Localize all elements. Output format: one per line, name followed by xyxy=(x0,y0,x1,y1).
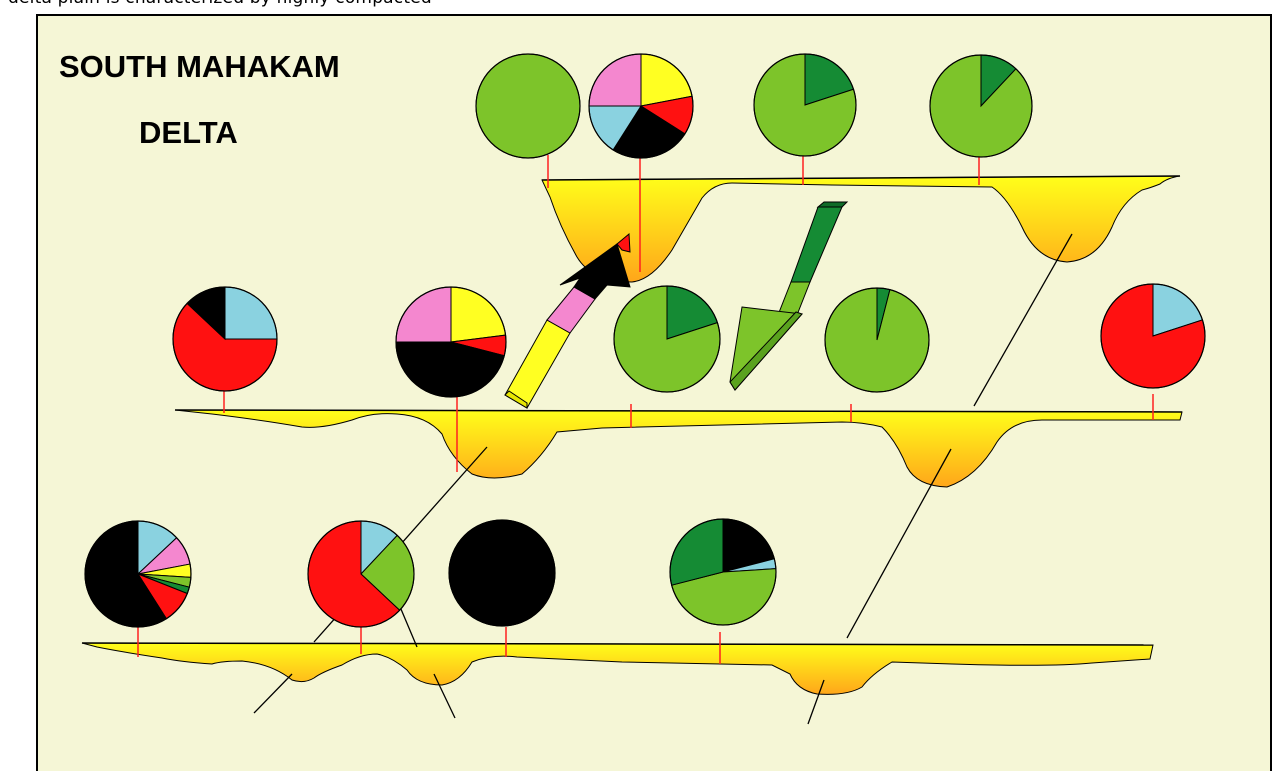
middle-pie-4 xyxy=(825,288,929,392)
profile-bottom-channel-fill xyxy=(82,643,1153,694)
middle-pie-5 xyxy=(1101,284,1205,388)
diagram-title-line-1: SOUTH MAHAKAM xyxy=(59,49,340,84)
bottom-pie-1 xyxy=(85,521,191,627)
profile-middle-channel-fill xyxy=(175,410,1182,487)
profile-top-channel-fill xyxy=(542,176,1180,282)
middle-pie-2 xyxy=(396,287,506,397)
middle-pie-2-slice-yellow xyxy=(451,287,506,342)
pie-charts xyxy=(85,54,1205,627)
top-pie-3 xyxy=(754,54,856,156)
correlation-line-4 xyxy=(254,674,292,713)
bottom-pie-3 xyxy=(449,520,555,626)
profile-bottom xyxy=(82,643,1153,694)
arrow-downward-dark-shaft-side xyxy=(818,202,847,207)
diagram-title-line-2: DELTA xyxy=(139,115,238,150)
top-pie-2-slice-pink xyxy=(589,54,641,106)
middle-pie-1 xyxy=(173,287,277,391)
diagram-frame: SOUTH MAHAKAM DELTA xyxy=(36,14,1272,771)
profile-top xyxy=(542,176,1180,282)
correlation-line-3 xyxy=(847,449,951,638)
profile-middle xyxy=(175,410,1182,487)
middle-pie-1-slice-cyan xyxy=(225,287,277,339)
arrow-upward xyxy=(505,234,630,408)
top-pie-4 xyxy=(930,55,1032,157)
bottom-pie-4 xyxy=(670,519,776,625)
top-pie-2 xyxy=(589,54,693,158)
caption-text: delta plain is characterized by highly c… xyxy=(8,0,432,8)
arrow-downward-dark-shaft xyxy=(791,207,842,282)
arrow-downward-light-shaft xyxy=(778,282,810,315)
top-pie-1 xyxy=(476,54,580,158)
mahakam-delta-diagram: SOUTH MAHAKAM DELTA xyxy=(38,16,1274,773)
middle-pie-2-slice-pink xyxy=(396,287,451,342)
correlation-line-1 xyxy=(974,234,1072,406)
bottom-pie-2 xyxy=(308,521,414,627)
middle-pie-3 xyxy=(614,286,720,392)
